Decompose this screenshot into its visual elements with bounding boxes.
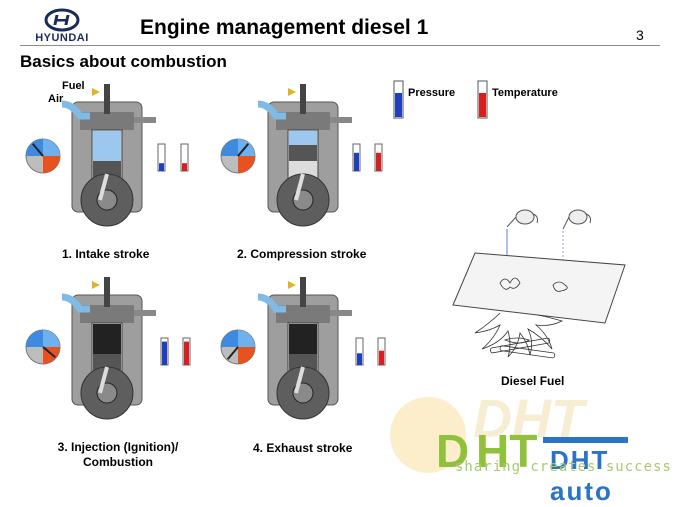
stroke-2-engine-diagram [258, 84, 352, 227]
dht-auto-watermark-logo: DHT D HT [390, 389, 628, 477]
diesel-fuel-illustration [452, 209, 626, 359]
svg-text:HT: HT [476, 425, 537, 477]
section-subtitle: Basics about combustion [20, 52, 227, 71]
stroke-4-pressure-bar [355, 337, 364, 366]
page-title: Engine management diesel 1 [140, 16, 429, 39]
stroke-3-temperature-bar [182, 337, 191, 366]
teapot-left-icon [506, 209, 538, 285]
stroke-1-engine-diagram [62, 84, 156, 227]
stroke-4-caption: 4. Exhaust stroke [253, 441, 353, 455]
temperature-legend-label: Temperature [492, 87, 558, 99]
page-number: 3 [636, 27, 644, 43]
stroke-3-caption-line1: 3. Injection (Ignition)/ [57, 440, 179, 454]
watermark-tagline: sharing creates success [455, 459, 672, 475]
pressure-legend-label: Pressure [408, 87, 456, 99]
stroke-1-pressure-bar [157, 143, 166, 172]
stroke-4-crank-gauge [220, 329, 256, 365]
pressure-legend-bar [393, 80, 404, 119]
watermark-brand: DHT auto [550, 445, 613, 506]
fuel-label: Fuel [62, 80, 85, 92]
header-divider [20, 45, 660, 46]
stroke-3-crank-gauge [25, 329, 61, 365]
hyundai-logo: HYUNDAI [22, 8, 102, 44]
stroke-3-pressure-bar [160, 337, 169, 366]
stroke-4-temperature-bar [377, 337, 386, 366]
stroke-1-temperature-bar [180, 143, 189, 172]
air-label: Air [48, 93, 64, 105]
stroke-1-caption: 1. Intake stroke [62, 247, 150, 261]
svg-text:D: D [436, 425, 469, 477]
stroke-2-pressure-bar [352, 143, 361, 172]
stroke-3-engine-diagram [62, 277, 156, 420]
brand-wordmark: HYUNDAI [35, 32, 89, 44]
stroke-2-temperature-bar [374, 143, 383, 172]
stroke-3-caption-line2: Combustion [83, 455, 153, 469]
temperature-legend-bar [477, 80, 488, 119]
stroke-1-crank-gauge [25, 138, 61, 174]
stroke-4-engine-diagram [258, 277, 352, 420]
stroke-2-crank-gauge [220, 138, 256, 174]
stroke-2-caption: 2. Compression stroke [237, 247, 367, 261]
diesel-fuel-caption: Diesel Fuel [501, 374, 565, 388]
